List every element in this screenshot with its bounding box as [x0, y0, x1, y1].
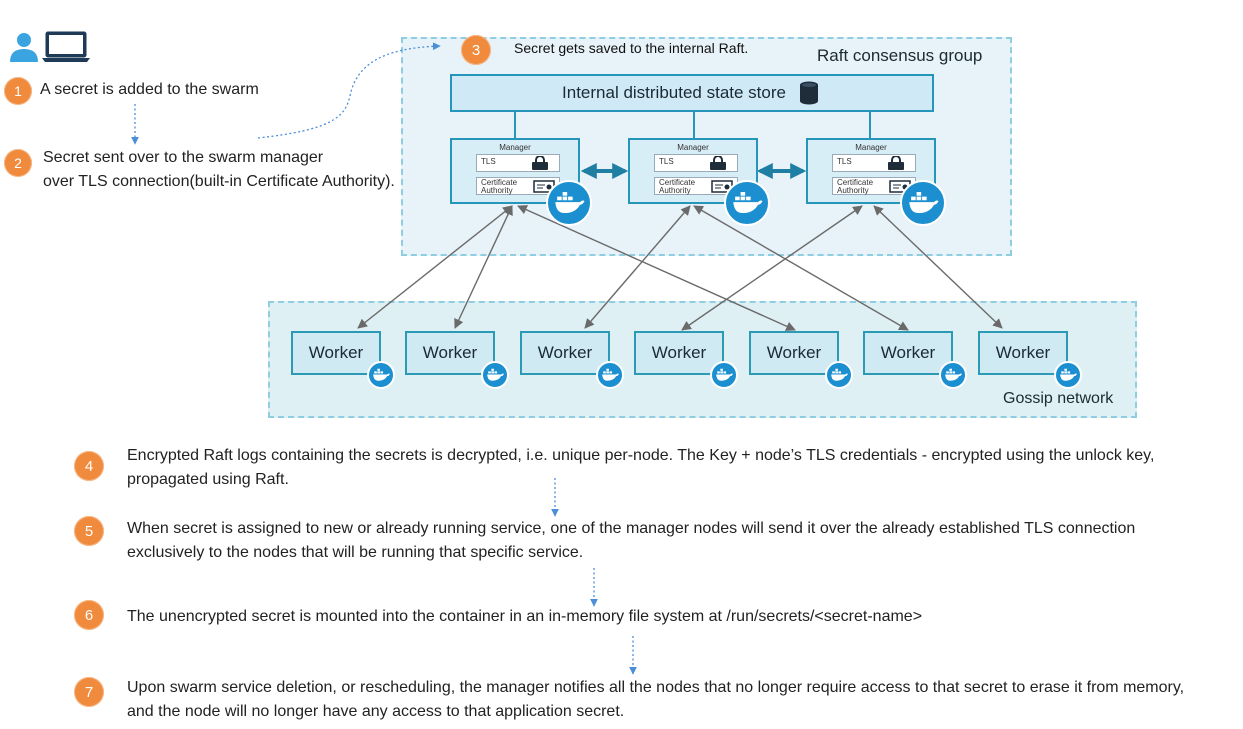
lock-icon [532, 156, 548, 170]
worker-node-3: Worker [520, 331, 610, 375]
worker-node-2: Worker [405, 331, 495, 375]
manager-title: Manager [855, 143, 887, 152]
step-5-text: When secret is assigned to new or alread… [127, 520, 1136, 561]
docker-whale-icon [900, 180, 946, 226]
raft-group-label: Raft consensus group [817, 46, 983, 65]
worker-node-5: Worker [749, 331, 839, 375]
step-2-badge: 2 [4, 149, 32, 177]
lock-icon [710, 156, 726, 170]
docker-whale-icon [825, 361, 853, 389]
arrow-m1-w2 [454, 205, 513, 329]
worker-node-6: Worker [863, 331, 953, 375]
docker-whale-icon [367, 361, 395, 389]
manager-title: Manager [677, 143, 709, 152]
docker-whale-icon [546, 180, 592, 226]
docker-whale-icon [939, 361, 967, 389]
arrow-m3-w4 [681, 205, 863, 331]
step-3-text: Secret gets saved to the internal Raft. [514, 40, 749, 56]
step-1-badge: 1 [4, 77, 32, 105]
docker-whale-icon [596, 361, 624, 389]
tls-label: TLS [481, 157, 496, 166]
step-3-badge: 3 [461, 35, 491, 65]
client-icons [6, 30, 90, 64]
docker-whale-icon [1054, 361, 1082, 389]
docker-whale-icon [481, 361, 509, 389]
gossip-network-label: Gossip network [1003, 390, 1114, 407]
worker-node-7: Worker [978, 331, 1068, 375]
arrow-m3-w7 [873, 205, 1003, 329]
step-6-badge: 6 [74, 600, 104, 630]
state-store: Internal distributed state store [450, 74, 934, 112]
tls-label: TLS [837, 157, 852, 166]
database-icon [799, 81, 818, 105]
step-4-badge: 4 [74, 451, 104, 481]
arrow-m2-w3 [584, 205, 691, 329]
state-store-label: Internal distributed state store [562, 83, 786, 102]
tls-label: TLS [659, 157, 674, 166]
docker-whale-icon [724, 180, 770, 226]
tls-row: TLS [832, 154, 916, 172]
worker-node-1: Worker [291, 331, 381, 375]
lock-icon [888, 156, 904, 170]
laptop-icon [42, 31, 90, 62]
step-5-badge: 5 [74, 516, 104, 546]
step-2-text: Secret sent over to the swarm manager ov… [43, 146, 395, 194]
step-4-text: Encrypted Raft logs containing the secre… [127, 447, 1155, 488]
tls-row: TLS [654, 154, 738, 172]
worker-node-4: Worker [634, 331, 724, 375]
arrow-m1-w1 [357, 205, 513, 329]
arrow-m2-w6 [693, 205, 909, 331]
user-icon [10, 33, 38, 62]
step-6-text: The unencrypted secret is mounted into t… [127, 608, 923, 625]
step-7-badge: 7 [74, 677, 104, 707]
step-2-line-1: Secret sent over to the swarm manager [43, 149, 324, 166]
manager-title: Manager [499, 143, 531, 152]
step-2-line-2: over TLS connection(built-in Certificate… [43, 173, 395, 190]
step-1-text: A secret is added to the swarm [40, 81, 259, 98]
flow-arrow-2-3 [257, 42, 441, 139]
step-7-text: Upon swarm service deletion, or reschedu… [127, 679, 1185, 720]
tls-row: TLS [476, 154, 560, 172]
docker-whale-icon [710, 361, 738, 389]
